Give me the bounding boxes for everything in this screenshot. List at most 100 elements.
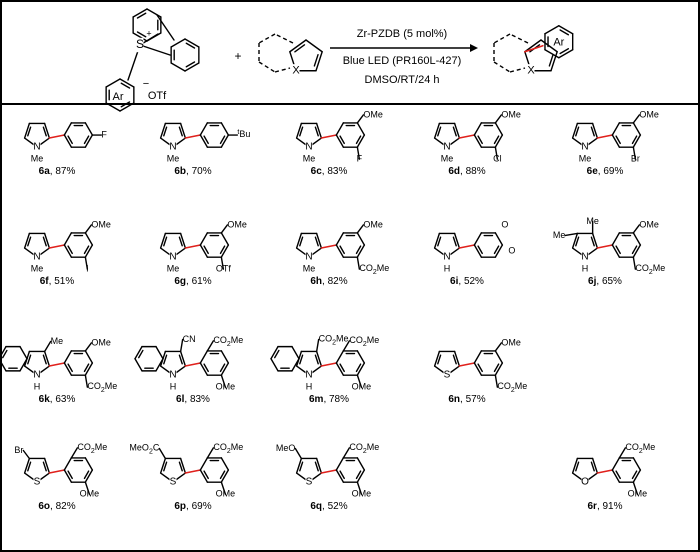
aryl-bond	[63, 457, 73, 471]
compound-caption: 6e, 69%	[587, 166, 624, 177]
heteroatom-label-bg	[581, 141, 589, 153]
double-bond	[355, 470, 362, 480]
heteroatom-label-bg	[169, 251, 177, 263]
compound-caption: 6n, 57%	[448, 394, 485, 405]
separator: ,	[460, 166, 466, 177]
aryl-bond	[199, 469, 209, 483]
double-bond	[339, 245, 345, 255]
aryl-bond	[220, 232, 230, 246]
double-bond	[575, 236, 580, 247]
heteroarene-bond	[43, 232, 51, 249]
triflate-label: OTf	[148, 90, 167, 102]
heteroarene-bond	[571, 232, 579, 249]
compound-id: 6d	[448, 166, 460, 177]
heteroarene-bond	[179, 122, 187, 139]
product-ar-label: Ar	[553, 37, 564, 49]
substituent-bond	[494, 114, 503, 124]
double-bond	[219, 470, 226, 480]
double-bond	[219, 363, 226, 373]
x-label: X	[292, 65, 300, 77]
substituent-label: OMe	[363, 109, 383, 119]
double-bond	[314, 236, 319, 247]
substituent-bond	[70, 447, 79, 459]
substituent-label: OMe	[352, 382, 372, 392]
separator: ,	[49, 276, 55, 287]
n-substituent-label: Me	[31, 153, 44, 163]
aryl-bond	[632, 122, 642, 136]
heteroarene-bond	[433, 122, 441, 139]
heteroatom-label: S	[444, 370, 451, 381]
aryl-bond	[356, 244, 366, 258]
optional-fused-ring	[509, 33, 529, 44]
compound-yield: 78%	[329, 394, 349, 405]
compound-yield: 61%	[192, 276, 212, 287]
substituent-bond	[632, 481, 639, 495]
aryl-bond	[220, 244, 230, 258]
n-substituent-label: Me	[441, 153, 454, 163]
double-bond	[185, 42, 196, 49]
compound-caption: 6h, 82%	[310, 276, 347, 287]
aryl-bond	[494, 350, 504, 364]
product-ring-bond	[540, 39, 558, 53]
double-bond	[42, 354, 47, 365]
n-substituent-label: H	[34, 381, 41, 391]
aryl-bond	[335, 134, 345, 148]
n-substituent-label: H	[444, 263, 451, 273]
heteroarene-bond	[295, 122, 303, 139]
substituent-bond	[206, 340, 215, 352]
aryl-bond	[199, 457, 209, 471]
heteroatom-label: N	[33, 370, 40, 381]
heteroatom-label-bg	[305, 251, 313, 263]
substituent-bond	[220, 256, 225, 270]
benzo-bond	[0, 345, 7, 359]
compound-id: 6h	[310, 276, 322, 287]
compound-id: 6j	[588, 276, 597, 287]
catalyst-text: Zr-PZDB (5 mol%)	[357, 28, 447, 40]
substituent-bond	[342, 340, 351, 352]
compound-yield: 82%	[328, 276, 348, 287]
separator: ,	[597, 501, 603, 512]
new-c-c-bond	[48, 469, 66, 474]
aryl-bond	[199, 362, 209, 376]
double-bond	[575, 461, 580, 472]
aryl-bond	[494, 362, 504, 376]
n-substituent-label: H	[306, 381, 313, 391]
substituent-bond	[84, 256, 89, 270]
n-substituent-label: Me	[303, 153, 316, 163]
heteroarene-bond	[591, 122, 599, 139]
double-bond	[477, 135, 483, 145]
new-c-c-bond	[596, 469, 614, 474]
benzo-bond	[270, 358, 279, 372]
new-c-c-bond	[524, 44, 544, 53]
aryl-bond	[494, 122, 504, 136]
double-bond	[42, 126, 47, 137]
substituent-label: OMe	[216, 382, 236, 392]
dbt-ring-left	[132, 32, 148, 42]
n-substituent-label: Me	[303, 263, 316, 273]
new-c-c-bond	[320, 469, 338, 474]
aryl-bond	[220, 469, 230, 483]
compound-caption: 6d, 88%	[448, 166, 485, 177]
substituent-label: F	[357, 154, 363, 164]
substituent-bond	[494, 374, 499, 388]
aryl-bond	[473, 362, 483, 376]
benzo-bond	[19, 345, 28, 360]
substituent-label: CO2Me	[319, 334, 349, 346]
double-bond	[631, 245, 638, 255]
double-bond	[83, 363, 90, 373]
new-c-c-bond	[184, 134, 202, 139]
n-substituent-label: H	[170, 381, 177, 391]
anion-charge: −	[143, 78, 149, 90]
separator: ,	[460, 394, 466, 405]
double-bond	[615, 470, 621, 480]
substituent-label: O	[508, 245, 515, 255]
double-bond	[339, 363, 345, 373]
heteroatom-label: N	[443, 252, 450, 263]
conditions-text: DMSO/RT/24 h	[365, 74, 440, 86]
double-bond	[615, 245, 621, 255]
new-c-c-bond	[320, 134, 338, 139]
benzo-bond	[0, 359, 7, 372]
double-bond	[299, 354, 304, 365]
substituent-label: Br	[14, 445, 23, 455]
